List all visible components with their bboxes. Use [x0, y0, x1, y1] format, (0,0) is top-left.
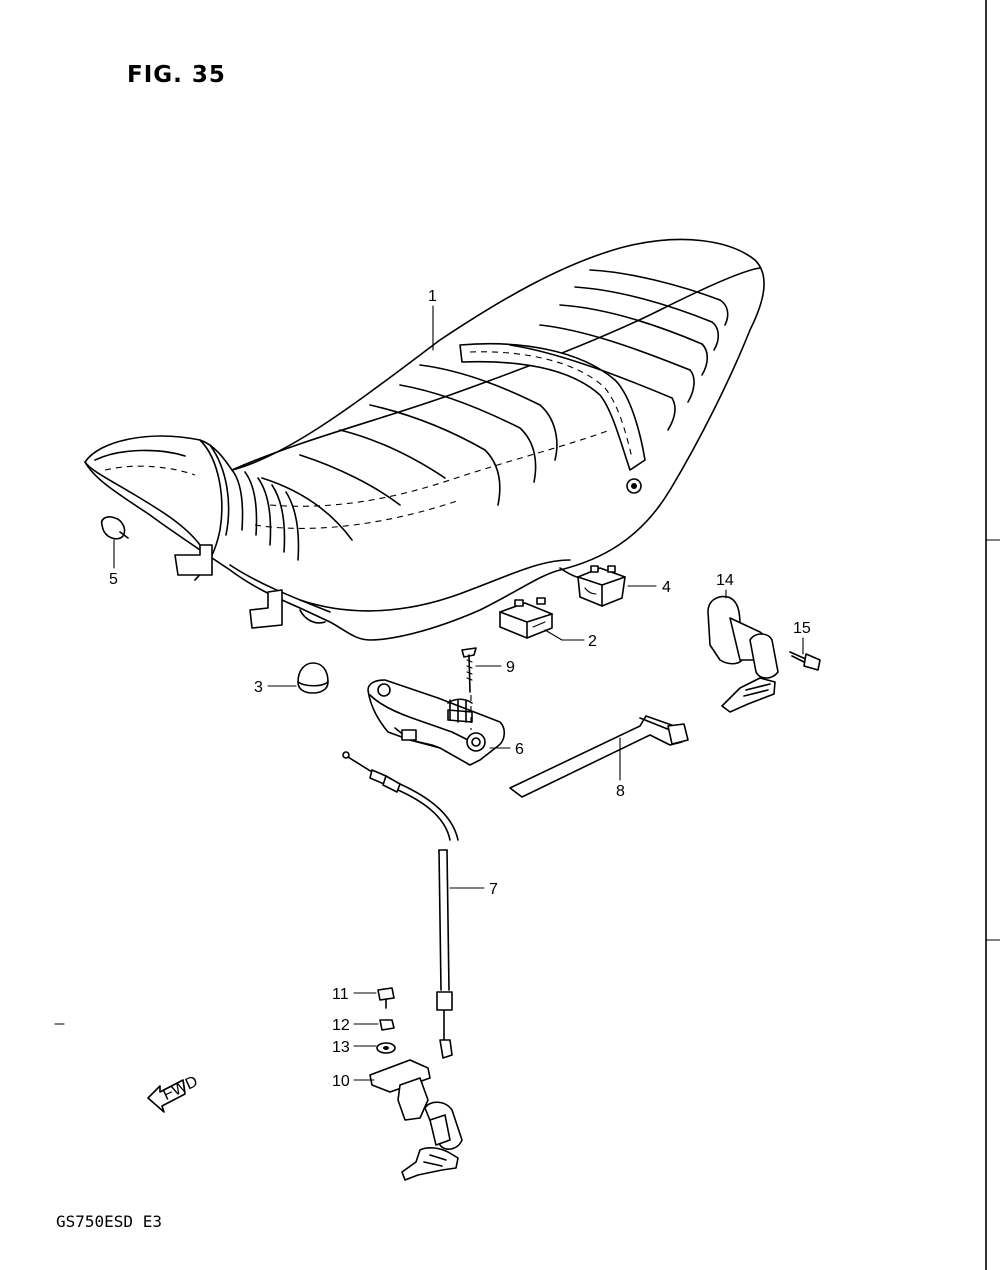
callout-label: 12	[332, 1017, 350, 1034]
callout-label: 3	[254, 679, 263, 696]
callout-label: 15	[793, 620, 811, 637]
callout-label: 11	[332, 986, 349, 1003]
fwd-label: FWD	[160, 1073, 200, 1104]
callout-label: 1	[428, 288, 437, 305]
part-3-grommet	[297, 662, 329, 694]
part-15-screw	[789, 651, 821, 671]
callout-label: 7	[489, 881, 498, 898]
callout-7: 7	[449, 881, 498, 898]
part-7-cable	[342, 751, 459, 1059]
callout-label: 9	[506, 659, 515, 676]
fwd-arrow-icon: FWD	[147, 1073, 201, 1113]
part-4-cushion	[577, 565, 626, 607]
callout-label: 8	[616, 783, 625, 800]
part-2-cushion	[499, 597, 553, 639]
part-10-lock	[369, 1059, 463, 1181]
callout-label: 5	[109, 571, 118, 588]
callout-4: 4	[627, 579, 671, 596]
part-9-screw	[461, 647, 477, 730]
callout-5: 5	[109, 539, 118, 588]
callout-13: 13	[332, 1039, 377, 1056]
figure-title: FIG. 35	[127, 62, 226, 88]
callout-14: 14	[716, 572, 734, 599]
callout-label: 14	[716, 572, 734, 589]
part-5-knob	[100, 516, 129, 540]
callout-8: 8	[616, 737, 625, 800]
part-8-rod	[509, 715, 689, 798]
part-13-washer	[376, 1042, 396, 1054]
part-6-hinge	[367, 679, 506, 766]
callout-label: 13	[332, 1039, 350, 1056]
callout-11: 11	[332, 986, 377, 1003]
callout-9: 9	[475, 659, 515, 676]
model-code: GS750ESD E3	[56, 1212, 162, 1231]
callout-10: 10	[332, 1073, 375, 1090]
callout-label: 4	[662, 579, 671, 596]
callout-12: 12	[332, 1017, 379, 1034]
part-14-lock	[707, 595, 779, 713]
callout-6: 6	[489, 741, 524, 758]
callout-label: 2	[588, 633, 597, 650]
part-11-bolt	[377, 987, 395, 1009]
part-12-nut	[379, 1019, 395, 1031]
callout-15: 15	[793, 620, 811, 655]
callout-label: 10	[332, 1073, 350, 1090]
callout-1: 1	[428, 288, 437, 351]
callout-2: 2	[544, 629, 597, 650]
callout-label: 6	[515, 741, 524, 758]
seat-drawing	[84, 238, 765, 641]
callout-3: 3	[254, 679, 297, 696]
